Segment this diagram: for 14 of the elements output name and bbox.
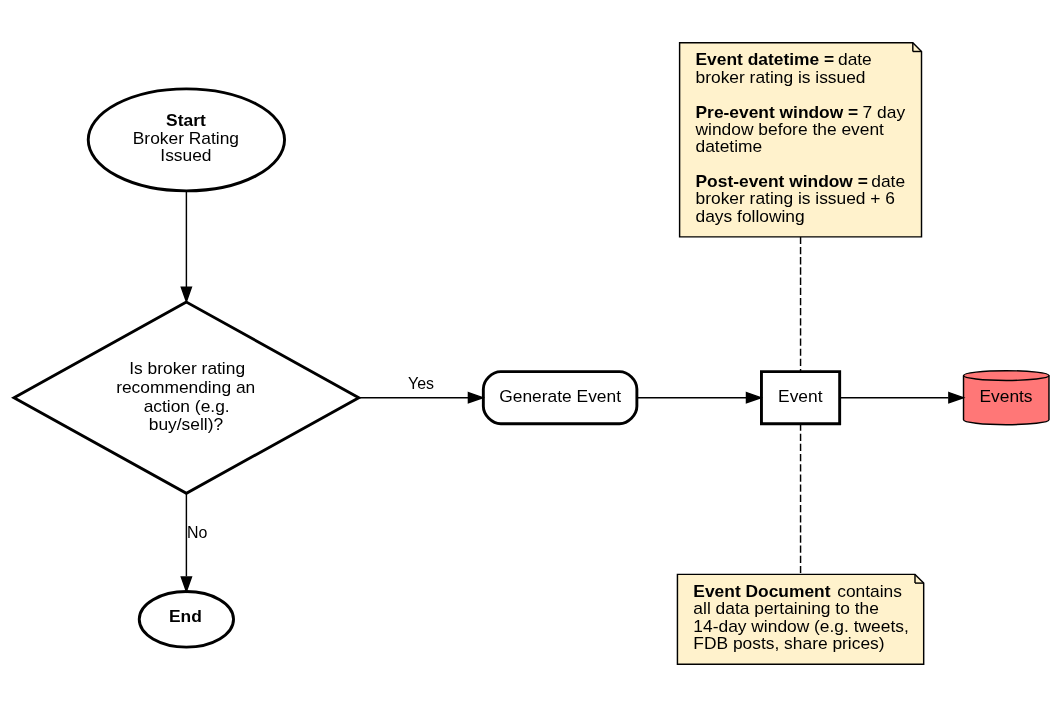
node-box: Event — [760, 370, 842, 426]
connector — [799, 236, 802, 372]
arrow — [358, 391, 486, 404]
connector — [799, 423, 802, 575]
arrow — [636, 391, 764, 404]
arrow — [180, 493, 193, 594]
arrow — [839, 391, 966, 404]
node-diamond: Is broker rating recommending an action (e.g. buy/sell)? — [11, 300, 362, 495]
node-ellipse: End — [137, 590, 235, 649]
edge-label: No — [187, 523, 208, 541]
node-ellipse: Start Broker Rating Issued — [86, 87, 286, 193]
edge-label: Yes — [408, 374, 435, 392]
node-box: Generate Event — [481, 370, 639, 426]
arrow — [180, 190, 193, 304]
